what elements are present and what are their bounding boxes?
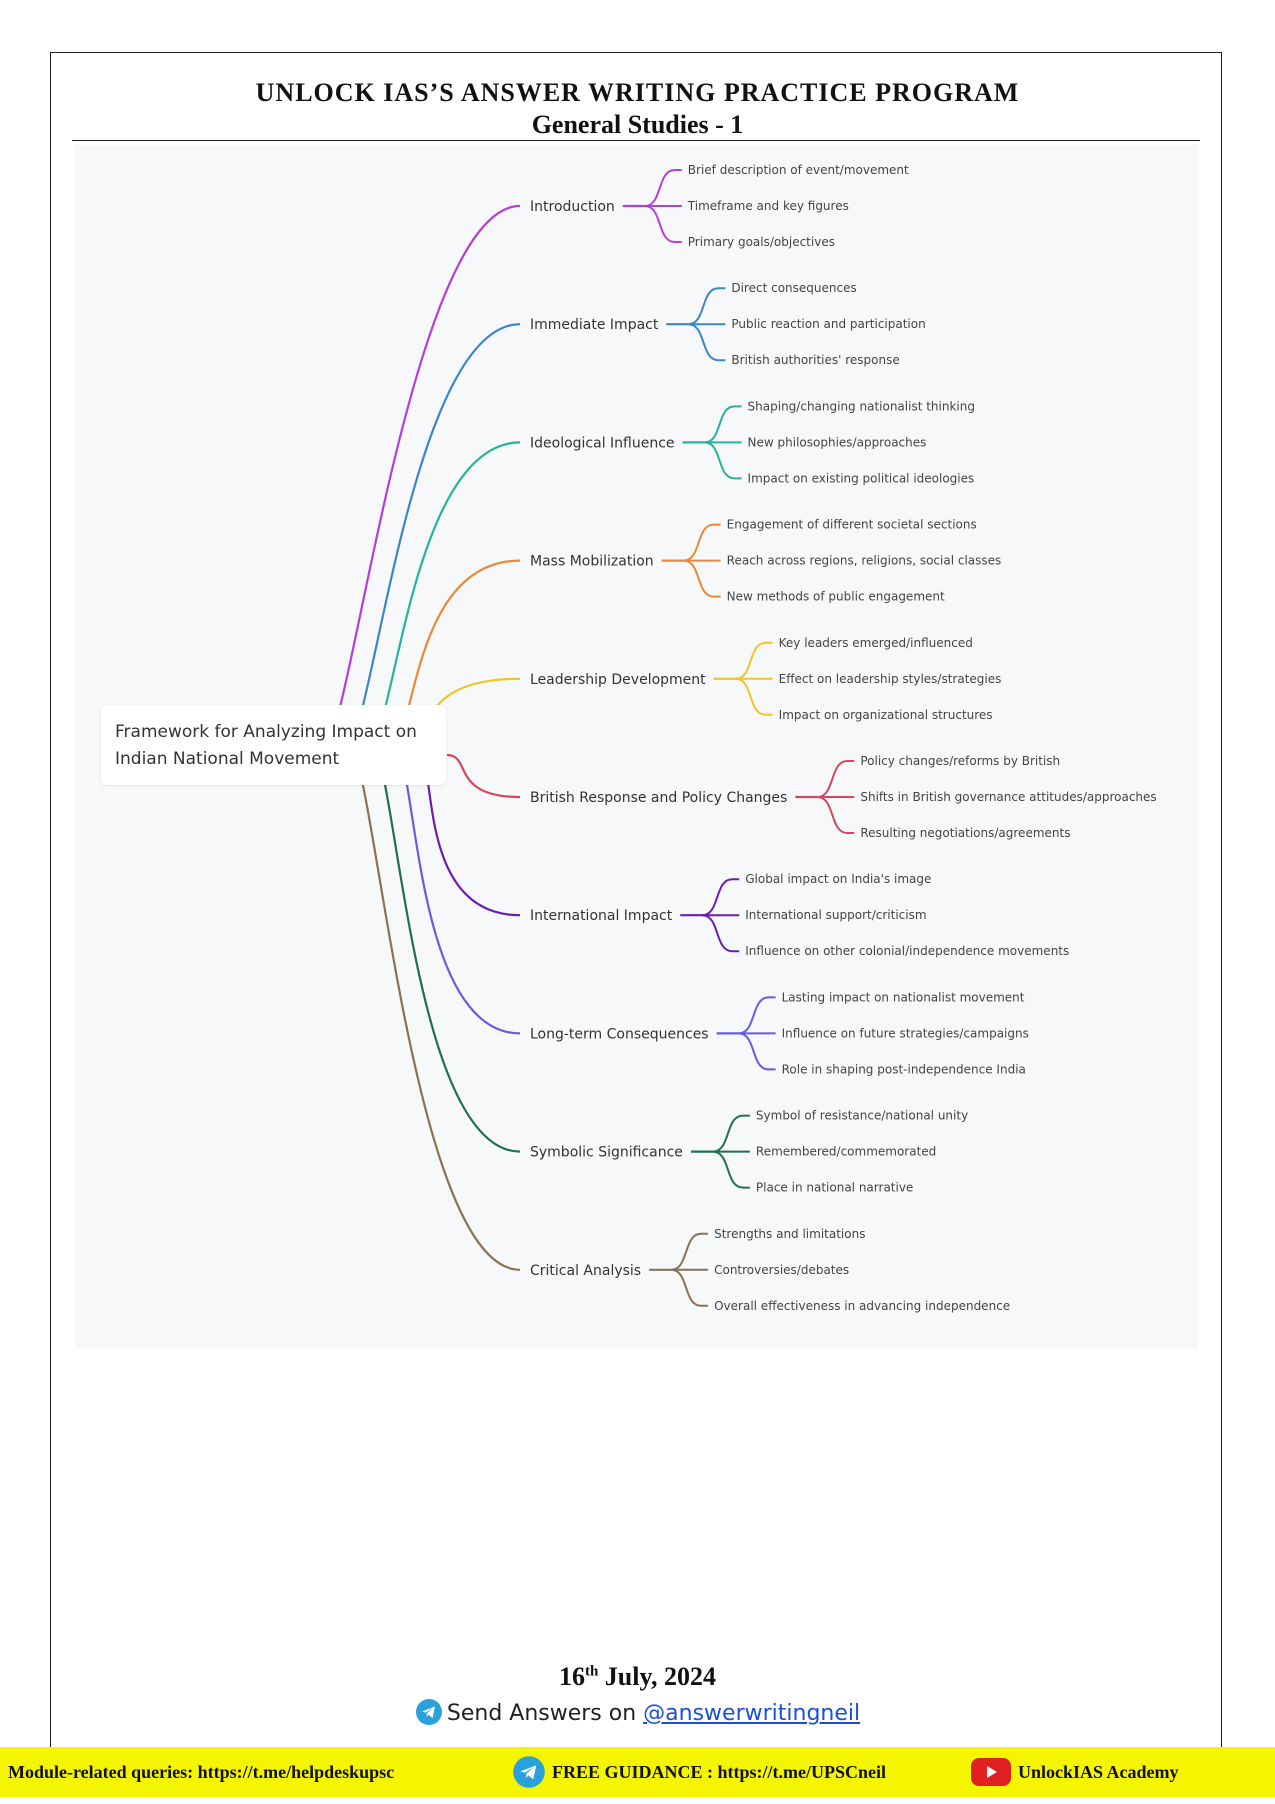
leaf-node-label: Direct consequences	[731, 281, 856, 295]
leaf-node-label: Controversies/debates	[714, 1263, 849, 1277]
branch-connector	[392, 743, 521, 1035]
program-subtitle: General Studies - 1	[531, 110, 744, 139]
leaf-node-label: International support/criticism	[745, 908, 926, 922]
leaf-node-label: Engagement of different societal section…	[727, 518, 977, 532]
leaf-node-label: British authorities' response	[731, 353, 899, 367]
footer-module-queries[interactable]: Module-related queries: https://t.me/hel…	[8, 1747, 394, 1797]
footer-module-queries-text: Module-related queries: https://t.me/hel…	[8, 1761, 395, 1782]
leaf-node-label: Global impact on India's image	[745, 872, 931, 886]
leaf-node-label: Impact on organizational structures	[779, 708, 993, 722]
footer-youtube[interactable]: UnlockIAS Academy	[970, 1747, 1179, 1797]
send-answers: Send Answers on @answerwritingneil	[0, 1698, 1275, 1726]
footer-bar: Module-related queries: https://t.me/hel…	[0, 1747, 1275, 1797]
leaf-node-label: Overall effectiveness in advancing indep…	[714, 1299, 1010, 1313]
leaf-connector	[644, 169, 682, 207]
leaf-node-label: Resulting negotiations/agreements	[860, 826, 1070, 840]
leaf-node-label: Remembered/commemorated	[756, 1145, 936, 1159]
leaf-connector	[712, 1114, 750, 1153]
date-day: 16	[558, 1662, 585, 1691]
leaf-node-label: Strengths and limitations	[714, 1227, 865, 1241]
leaf-node-label: Lasting impact on nationalist movement	[782, 990, 1025, 1004]
leaf-connector	[688, 287, 726, 326]
leaf-connector	[702, 914, 740, 953]
leaf-node-label: Shaping/changing nationalist thinking	[748, 399, 975, 413]
footer-free-guidance[interactable]: FREE GUIDANCE : https://t.me/UPSCneil	[512, 1747, 886, 1797]
leaf-connector	[704, 405, 742, 444]
date-suffix: th	[584, 1663, 599, 1680]
root-node-line-2: Indian National Movement	[115, 749, 340, 769]
mind-map: Introduction Brief description of event/m…	[75, 145, 1198, 1348]
date: 16th July, 2024	[0, 1662, 1275, 1692]
page-frame	[50, 52, 1222, 1752]
branch-node-label: Symbolic Significance	[530, 1145, 683, 1161]
leaf-node-label: Brief description of event/movement	[688, 163, 909, 177]
branch-node-label: Introduction	[530, 199, 615, 215]
branch-node-label: Critical Analysis	[530, 1263, 641, 1279]
leaf-connector	[688, 323, 726, 362]
leaf-node-label: Primary goals/objectives	[688, 235, 835, 249]
footer-youtube-text: UnlockIAS Academy	[1018, 1761, 1179, 1782]
leaf-connector	[704, 441, 742, 480]
send-prefix: Send Answers on	[446, 1701, 644, 1726]
leaf-connector	[644, 205, 682, 243]
leaf-node-label: Influence on other colonial/independence…	[745, 944, 1069, 958]
leaf-node-label: New methods of public engagement	[727, 590, 945, 604]
leaf-connector	[670, 1232, 709, 1271]
branch-connector	[324, 204, 521, 747]
branch-node-label: Immediate Impact	[530, 317, 659, 333]
branch-node-label: Mass Mobilization	[530, 554, 654, 570]
leaf-connector	[683, 523, 721, 562]
root-node-line-1: Framework for Analyzing Impact on	[115, 722, 417, 742]
header-divider	[72, 140, 1200, 141]
branch-connector	[370, 743, 521, 1153]
leaf-connector	[738, 996, 776, 1035]
root-node: Framework for Analyzing Impact on Indian…	[101, 705, 446, 785]
date-rest: July, 2024	[598, 1662, 717, 1691]
leaf-connector	[735, 677, 773, 716]
branch-node-label: Leadership Development	[530, 672, 706, 688]
leaf-connector	[817, 796, 855, 834]
leaf-node-label: New philosophies/approaches	[748, 435, 927, 449]
leaf-connector	[817, 760, 855, 798]
leaf-node-label: Role in shaping post-independence India	[782, 1062, 1026, 1076]
leaf-node-label: Timeframe and key figures	[687, 199, 849, 213]
branch-node-label: International Impact	[530, 908, 673, 924]
leaf-node-label: Shifts in British governance attitudes/a…	[860, 790, 1156, 804]
leaf-node-label: Reach across regions, religions, social …	[727, 554, 1002, 568]
leaf-connector	[670, 1268, 709, 1307]
leaf-connector	[712, 1150, 750, 1189]
telegram-handle-link[interactable]: @answerwritingneil	[643, 1701, 861, 1726]
leaf-node-label: Effect on leadership styles/strategies	[779, 672, 1002, 686]
branch-connector	[446, 753, 521, 799]
mind-map-canvas: Introduction Brief description of event/m…	[324, 163, 1157, 1313]
branch-node-label: British Response and Policy Changes	[530, 790, 787, 806]
branch-node-label: Ideological Influence	[530, 435, 675, 451]
leaf-node-label: Symbol of resistance/national unity	[756, 1109, 968, 1123]
program-title: UNLOCK IAS’S ANSWER WRITING PRACTICE PRO…	[255, 78, 1020, 107]
telegram-icon	[415, 1699, 442, 1725]
leaf-connector	[735, 641, 773, 680]
leaf-connector	[683, 559, 721, 598]
leaf-node-label: Public reaction and participation	[731, 317, 925, 331]
branch-node-label: Long-term Consequences	[530, 1026, 709, 1042]
leaf-node-label: Impact on existing political ideologies	[748, 471, 975, 485]
branch-connector	[346, 323, 521, 747]
leaf-node-label: Place in national narrative	[756, 1181, 913, 1195]
youtube-icon	[971, 1758, 1011, 1786]
leaf-node-label: Influence on future strategies/campaigns	[782, 1026, 1029, 1040]
footer-free-guidance-text: FREE GUIDANCE : https://t.me/UPSCneil	[552, 1761, 887, 1782]
leaf-connector	[738, 1032, 776, 1071]
leaf-node-label: Policy changes/reforms by British	[860, 754, 1060, 768]
leaf-node-label: Key leaders emerged/influenced	[779, 636, 973, 650]
leaf-connector	[702, 878, 740, 917]
telegram-icon	[513, 1756, 545, 1788]
